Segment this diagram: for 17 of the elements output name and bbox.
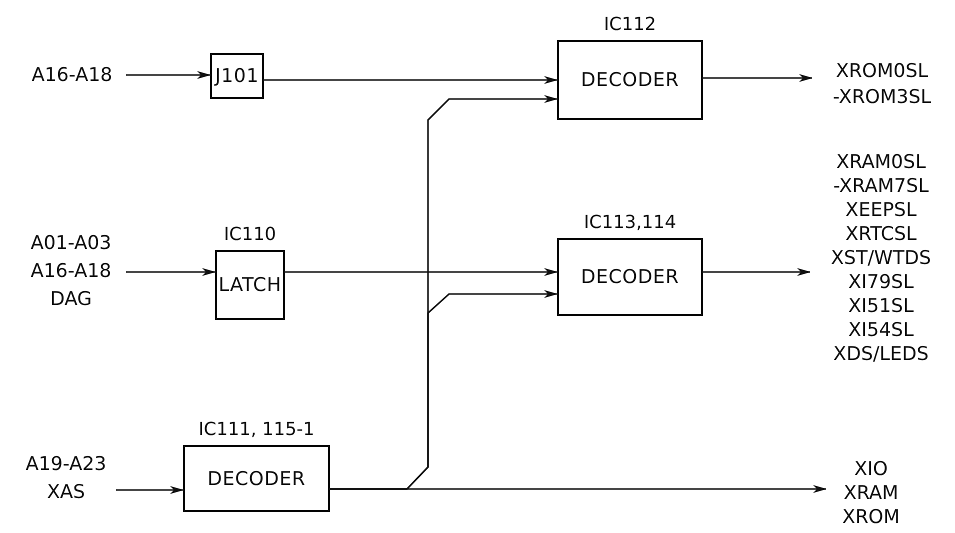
arrow bbox=[330, 485, 827, 493]
block-box: LATCH bbox=[215, 250, 285, 320]
chip-label: IC113,114 bbox=[582, 212, 678, 235]
arrow bbox=[116, 486, 184, 494]
block-box: DECODER bbox=[183, 445, 330, 512]
block-box: DECODER bbox=[557, 238, 703, 316]
chip-label: IC112 bbox=[602, 14, 658, 37]
chip-label: IC110 bbox=[222, 224, 278, 247]
arrow bbox=[703, 268, 811, 276]
block-box: DECODER bbox=[557, 40, 703, 120]
arrow bbox=[703, 74, 813, 82]
arrow bbox=[285, 268, 558, 276]
arrow bbox=[126, 71, 211, 79]
arrow bbox=[264, 76, 558, 84]
arrow bbox=[126, 268, 216, 276]
chip-label: IC111, 115-1 bbox=[198, 419, 316, 442]
block-box: J101 bbox=[210, 53, 264, 99]
